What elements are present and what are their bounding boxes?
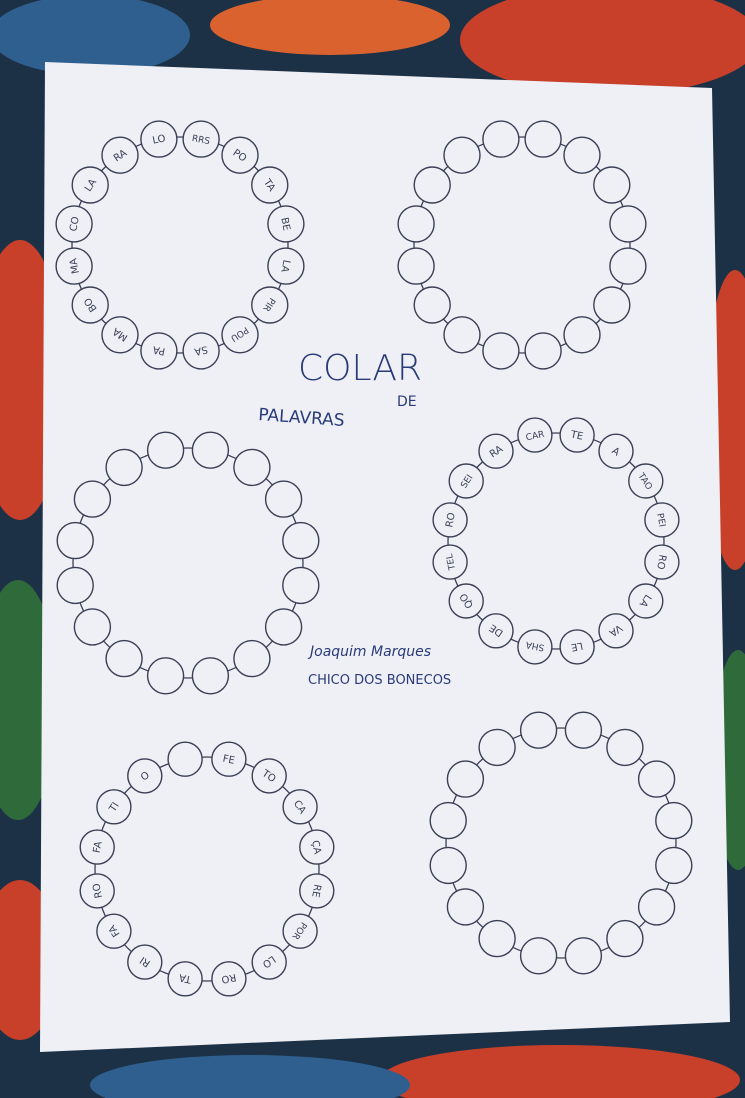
bead [74,609,110,645]
bead [414,287,450,323]
bead [521,712,557,748]
bead [283,523,319,559]
title-de: DE [397,394,417,410]
bead [564,317,600,353]
bead [639,761,675,797]
bead [594,287,630,323]
bead [430,803,466,839]
bead [106,641,142,677]
bead [607,921,643,957]
bead [148,432,184,468]
bead [444,137,480,173]
bead [192,658,228,694]
bead [234,449,270,485]
bead [283,567,319,603]
bead [148,658,184,694]
bead [594,167,630,203]
bead [106,449,142,485]
bead [521,938,557,974]
bead-syllable: LE [570,639,584,652]
bead [398,206,434,242]
bead [414,167,450,203]
bead [479,921,515,957]
bead [479,729,515,765]
bead [234,641,270,677]
bead [447,761,483,797]
bead [192,432,228,468]
bead [607,729,643,765]
bead [564,137,600,173]
bead [656,847,692,883]
bead [447,889,483,925]
bead [483,121,519,157]
bead [266,481,302,517]
bead [565,938,601,974]
bead [483,333,519,369]
author-signature: Joaquim Marques [307,644,431,660]
bead [57,523,93,559]
title-word: COLAR [298,348,422,389]
author-name: CHICO DOS BONECOS [308,673,451,688]
bead [610,248,646,284]
bead [74,481,110,517]
bead [610,206,646,242]
bead [266,609,302,645]
bead-syllable: FA [92,840,105,854]
bead [398,248,434,284]
bead [525,333,561,369]
bead [525,121,561,157]
bead [430,847,466,883]
bead [168,742,202,776]
bead [444,317,480,353]
bead [656,803,692,839]
bead [639,889,675,925]
bead [57,567,93,603]
bead-syllable: FE [222,754,236,767]
bead [565,712,601,748]
